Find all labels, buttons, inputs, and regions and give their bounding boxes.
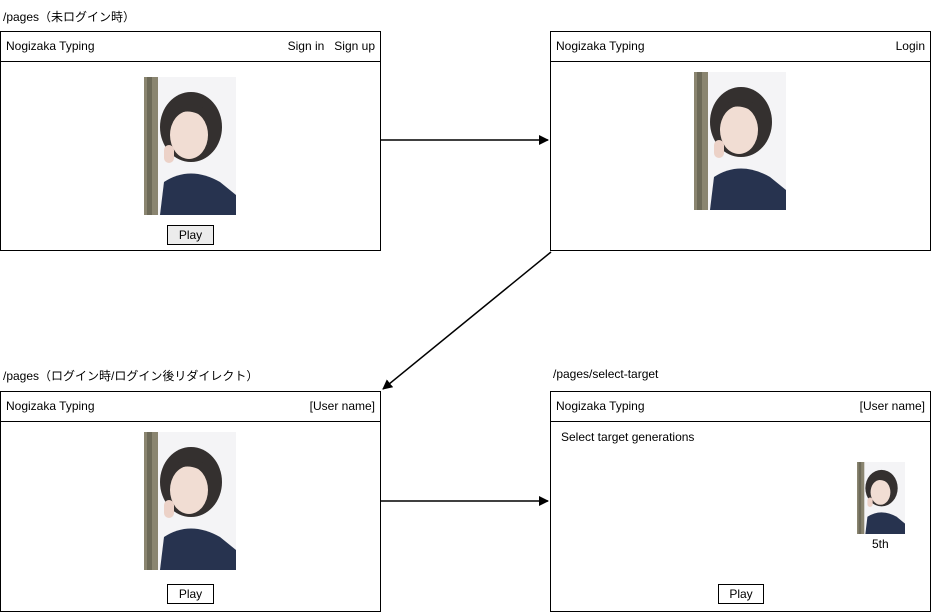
signup-link[interactable]: Sign up: [334, 39, 375, 53]
screen-home: Nogizaka Typing [User name] Play: [0, 391, 381, 612]
brand-link[interactable]: Nogizaka Typing: [6, 399, 95, 413]
member-photo: [694, 72, 786, 210]
screen-guest: Nogizaka Typing Sign in Sign up Play: [0, 31, 381, 251]
header: Nogizaka Typing Login: [551, 32, 930, 62]
auth-nav: Sign in Sign up: [288, 39, 375, 53]
header: Nogizaka Typing [User name]: [551, 392, 930, 422]
screen-label-home: /pages（ログイン時/ログイン後リダイレクト）: [3, 369, 259, 383]
screen-label-guest: /pages（未ログイン時）: [3, 10, 136, 24]
signin-link[interactable]: Sign in: [287, 39, 325, 53]
screen-login: Nogizaka Typing Login: [550, 31, 931, 251]
login-link[interactable]: Login: [895, 39, 925, 53]
generation-5th-photo[interactable]: [857, 462, 905, 534]
user-name-menu[interactable]: [User name]: [309, 399, 375, 413]
arrow-login-to-home: [382, 251, 552, 390]
select-prompt: Select target generations: [561, 430, 695, 444]
play-button[interactable]: Play: [718, 584, 764, 604]
user-name-menu[interactable]: [User name]: [859, 399, 925, 413]
member-photo: [144, 77, 236, 215]
play-button[interactable]: Play: [167, 584, 214, 604]
generation-5th-label: 5th: [872, 537, 889, 551]
brand-link[interactable]: Nogizaka Typing: [556, 399, 645, 413]
header: Nogizaka Typing [User name]: [1, 392, 380, 422]
screen-select-target: Nogizaka Typing [User name] Select targe…: [550, 391, 931, 612]
header: Nogizaka Typing Sign in Sign up: [1, 32, 380, 62]
brand-link[interactable]: Nogizaka Typing: [556, 39, 645, 53]
play-button[interactable]: Play: [167, 225, 214, 245]
screen-label-select: /pages/select-target: [553, 367, 659, 381]
member-photo: [144, 432, 236, 570]
brand-link[interactable]: Nogizaka Typing: [6, 39, 95, 53]
